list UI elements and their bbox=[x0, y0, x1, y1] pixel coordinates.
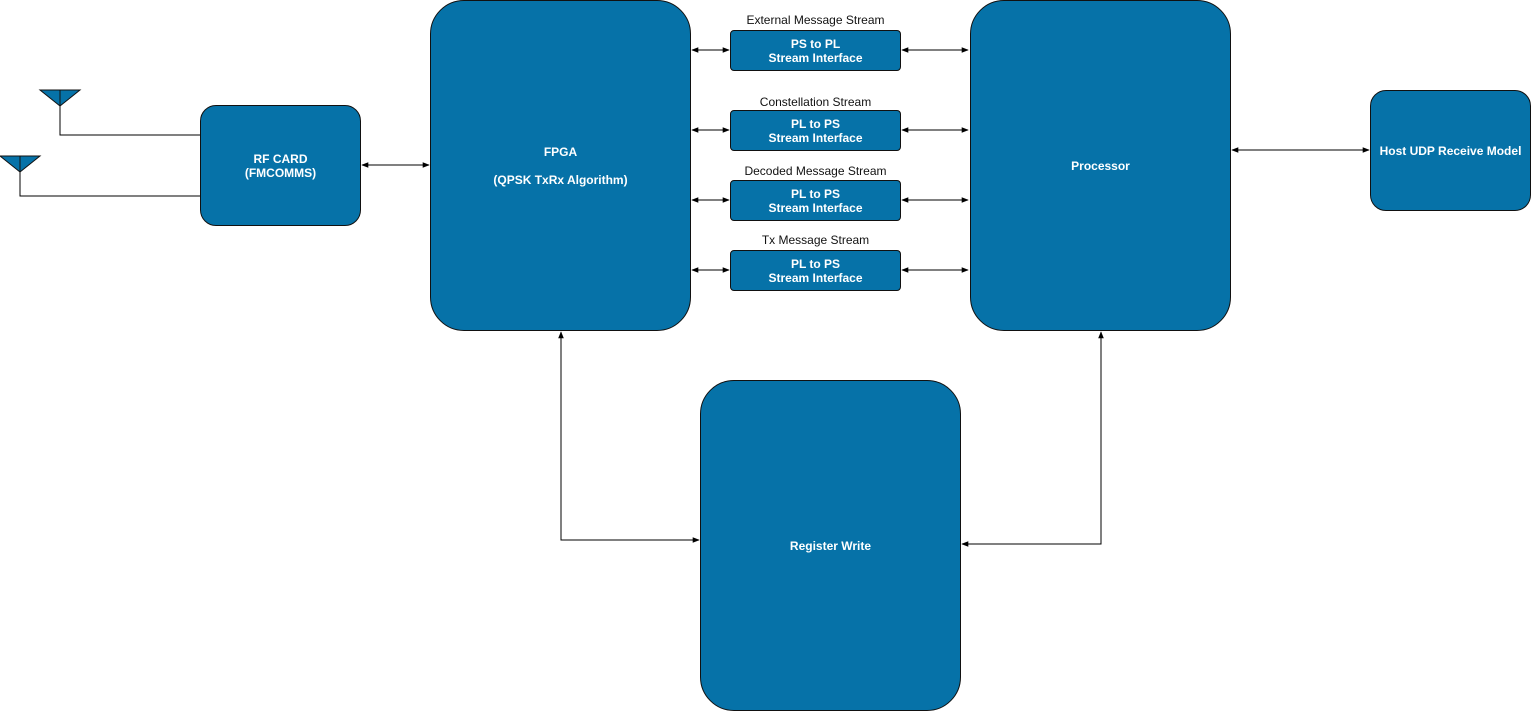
processor-block[interactable]: Processor bbox=[970, 0, 1231, 331]
fpga-sublabel: (QPSK TxRx Algorithm) bbox=[493, 172, 628, 187]
stream-caption-decoded: Decoded Message Stream bbox=[744, 164, 887, 178]
stream-interface-label: Stream Interface bbox=[768, 270, 863, 285]
stream-direction: PS to PL bbox=[790, 36, 841, 51]
fpga-label: FPGA bbox=[543, 144, 578, 159]
stream-interface-external[interactable]: PS to PL Stream Interface bbox=[730, 30, 901, 71]
rf-card-block[interactable]: RF CARD (FMCOMMS) bbox=[200, 105, 361, 226]
stream-interface-tx[interactable]: PL to PS Stream Interface bbox=[730, 250, 901, 291]
fpga-block[interactable]: FPGA (QPSK TxRx Algorithm) bbox=[430, 0, 691, 331]
stream-direction: PL to PS bbox=[790, 256, 841, 271]
stream-caption-external: External Message Stream bbox=[746, 13, 885, 27]
stream-caption-constellation: Constellation Stream bbox=[759, 95, 872, 109]
stream-interface-label: Stream Interface bbox=[768, 200, 863, 215]
stream-interface-decoded[interactable]: PL to PS Stream Interface bbox=[730, 180, 901, 221]
stream-direction: PL to PS bbox=[790, 186, 841, 201]
stream-interface-constellation[interactable]: PL to PS Stream Interface bbox=[730, 110, 901, 151]
antenna-icon bbox=[0, 155, 201, 197]
rf-card-sublabel: (FMCOMMS) bbox=[244, 165, 317, 180]
stream-interface-label: Stream Interface bbox=[768, 50, 863, 65]
rf-card-label: RF CARD bbox=[253, 151, 308, 166]
register-write-block[interactable]: Register Write bbox=[700, 380, 961, 711]
stream-direction: PL to PS bbox=[790, 116, 841, 131]
host-udp-label: Host UDP Receive Model bbox=[1379, 143, 1522, 158]
fpga-register-arrow bbox=[558, 331, 700, 543]
stream-interface-label: Stream Interface bbox=[768, 130, 863, 145]
register-processor-arrow bbox=[961, 331, 1104, 547]
processor-label: Processor bbox=[1071, 158, 1130, 173]
antenna-icon bbox=[38, 89, 201, 136]
host-udp-block[interactable]: Host UDP Receive Model bbox=[1370, 90, 1531, 211]
register-write-label: Register Write bbox=[789, 538, 872, 553]
stream-caption-tx: Tx Message Stream bbox=[761, 233, 870, 247]
